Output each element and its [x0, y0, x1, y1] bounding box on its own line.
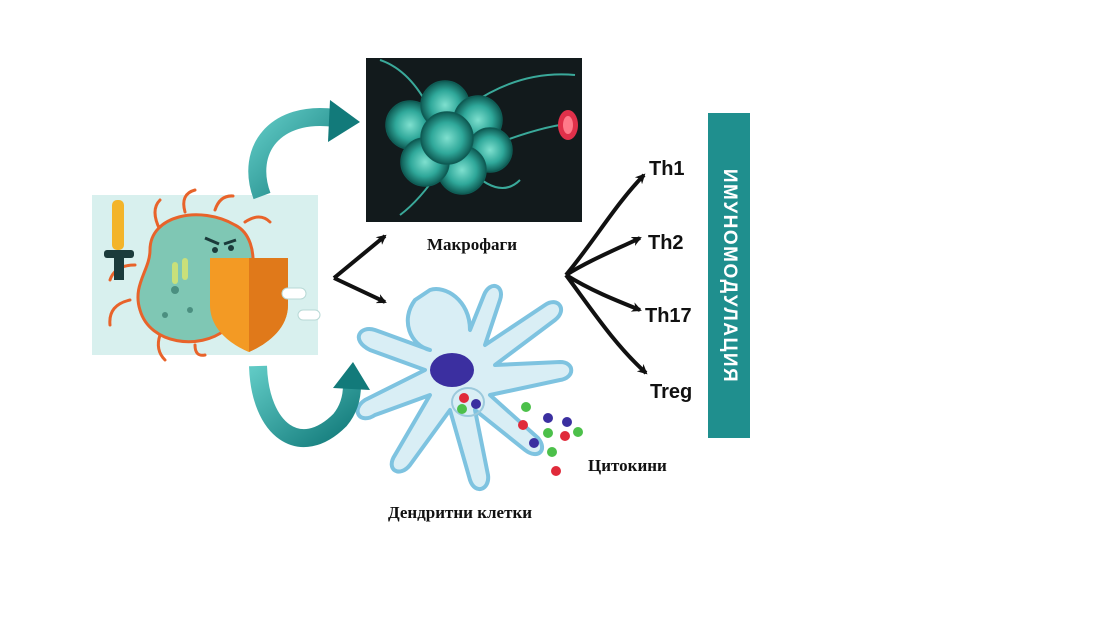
t-cell-arrows	[564, 173, 648, 375]
dendritic-cells-label: Дендритни клетки	[388, 503, 532, 522]
immunomodulation-bar: ИМУНОМОДУЛАЦИЯ	[708, 113, 750, 438]
teal-arrow-to-macrophage	[248, 100, 360, 200]
t-cell-label-treg: Treg	[650, 381, 692, 403]
macrophage-icon	[366, 58, 582, 222]
dendritic-cell-icon	[355, 284, 574, 491]
cytokines-label: Цитокини	[588, 456, 667, 475]
t-cell-label-th17: Th17	[645, 305, 692, 327]
immunomodulation-label: ИМУНОМОДУЛАЦИЯ	[719, 168, 740, 383]
macrophages-label: Макрофаги	[427, 235, 517, 254]
cytokine-dots-icon	[518, 402, 583, 476]
t-cell-label-th2: Th2	[648, 232, 684, 254]
t-cell-label-th1: Th1	[649, 158, 685, 180]
teal-arrow-to-dendritic	[249, 362, 370, 447]
split-arrows	[332, 234, 387, 304]
bacterium-with-sword-and-shield-icon	[92, 188, 321, 362]
